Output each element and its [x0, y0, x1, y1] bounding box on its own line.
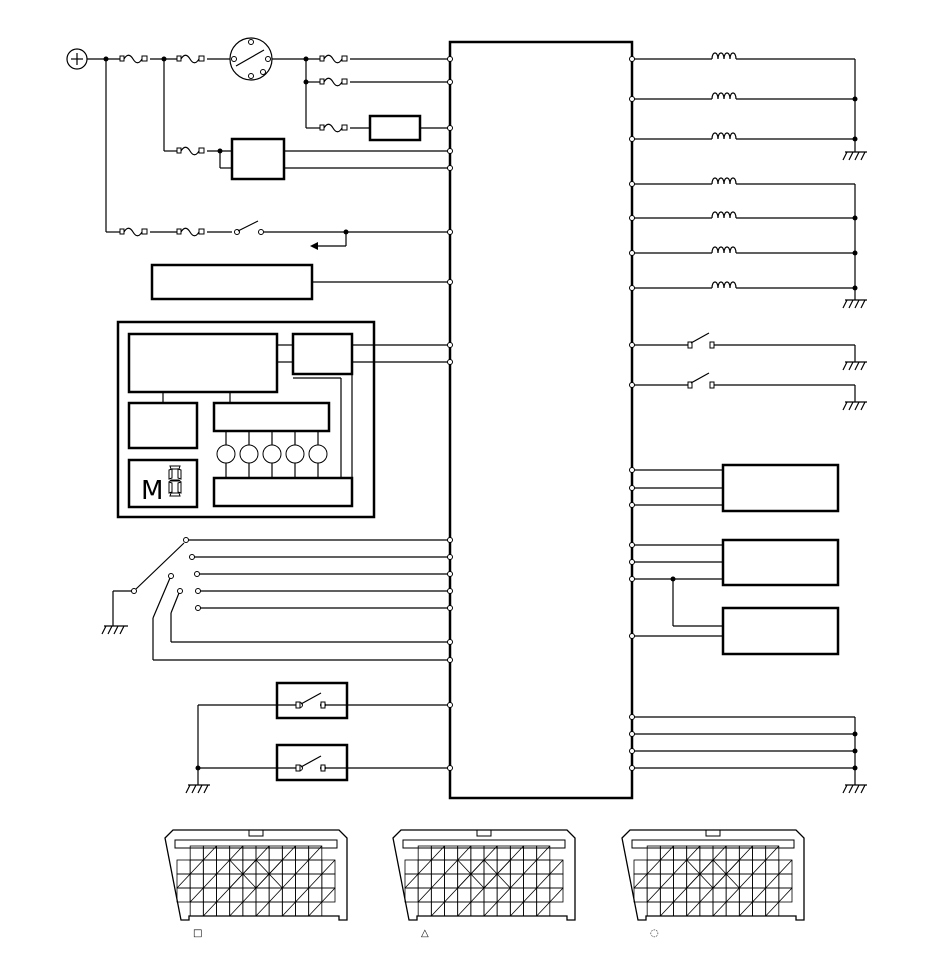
- pin-terminal: [629, 542, 635, 548]
- pin-terminal: [629, 56, 635, 62]
- pin-terminal: [629, 502, 635, 508]
- sensor-module: [632, 463, 840, 656]
- supply-wiring: [87, 58, 450, 247]
- connector-mark-right: ◌: [650, 928, 659, 939]
- pin-terminal: [447, 125, 453, 131]
- pin-terminal: [629, 714, 635, 720]
- pin-terminal: [447, 229, 453, 235]
- pin-terminal: [447, 571, 453, 577]
- connector-mark-middle: △: [421, 928, 429, 939]
- pin-terminal: [447, 537, 453, 543]
- pin-terminal: [447, 79, 453, 85]
- gear-letter: M: [141, 476, 163, 506]
- indicator-lamp-icon: [216, 431, 328, 478]
- connector-face: [164, 829, 348, 921]
- pin-terminal: [629, 181, 635, 187]
- pin-terminal: [629, 382, 635, 388]
- junction-dots: [103, 56, 349, 235]
- pin-terminal: [629, 285, 635, 291]
- connector-face: [621, 829, 805, 921]
- pin-terminal: [447, 56, 453, 62]
- sensor-box: [150, 263, 314, 301]
- arrow-left-icon: [310, 242, 318, 250]
- pin-terminal: [447, 639, 453, 645]
- instrument-cluster: M: [116, 320, 450, 519]
- pin-terminal: [447, 342, 453, 348]
- pin-terminal: [447, 588, 453, 594]
- ground-wiring: [632, 716, 858, 785]
- resistor-box: [368, 114, 422, 142]
- connector-mark-left: □: [193, 928, 202, 939]
- pin-terminal: [629, 485, 635, 491]
- pin-terminal: [629, 96, 635, 102]
- pin-terminal: [629, 250, 635, 256]
- module-box: [230, 137, 286, 181]
- pin-terminal: [447, 554, 453, 560]
- pin-terminal: [629, 467, 635, 473]
- pin-terminal: [447, 702, 453, 708]
- solenoid-wiring: [632, 58, 858, 300]
- pin-terminal: [629, 633, 635, 639]
- ignition-switch-icon: [229, 37, 273, 81]
- ground-icon: [101, 625, 210, 794]
- pin-terminal: [629, 731, 635, 737]
- pin-terminal: [629, 215, 635, 221]
- pin-terminal: [447, 148, 453, 154]
- ecu-pin-terminals: [447, 56, 635, 771]
- switch-box: [195, 681, 450, 785]
- connector-views: [164, 829, 805, 921]
- switch-icon: [632, 332, 856, 402]
- shift-position-switch: [112, 537, 450, 661]
- pin-terminal: [629, 765, 635, 771]
- pin-terminal: [629, 748, 635, 754]
- battery-plus-icon: [66, 48, 88, 70]
- pin-terminal: [629, 576, 635, 582]
- pin-terminal: [447, 279, 453, 285]
- seven-segment-digit: [168, 465, 182, 497]
- pin-terminal: [447, 165, 453, 171]
- fuse-icon: [119, 54, 348, 237]
- pin-terminal: [447, 657, 453, 663]
- control-unit: [448, 40, 634, 800]
- switch-icon: [234, 220, 264, 235]
- connector-face: [392, 829, 576, 921]
- pin-terminal: [447, 765, 453, 771]
- pin-terminal: [629, 136, 635, 142]
- pin-terminal: [447, 605, 453, 611]
- solenoid-coil-icon: [711, 52, 737, 289]
- pin-terminal: [447, 359, 453, 365]
- gear-display: [127, 458, 199, 509]
- pin-terminal: [629, 342, 635, 348]
- ground-icon: [842, 151, 867, 794]
- pin-terminal: [629, 559, 635, 565]
